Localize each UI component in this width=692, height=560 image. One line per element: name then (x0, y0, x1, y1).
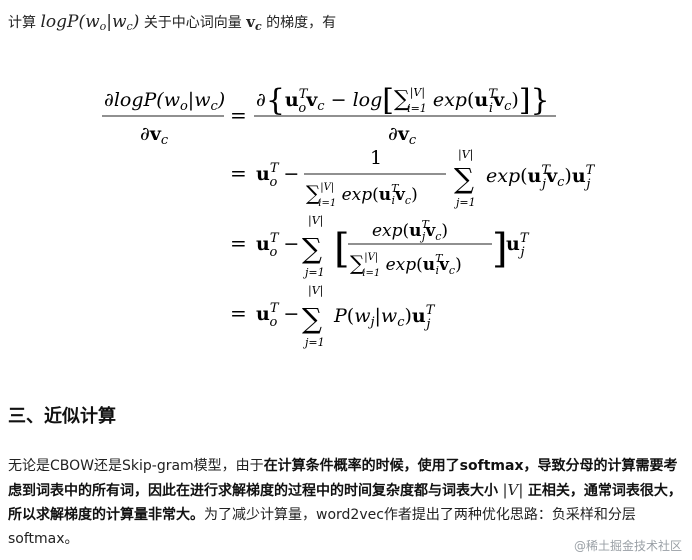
intro-vector: vc (246, 13, 262, 33)
section-heading: 三、近似计算 (8, 406, 116, 427)
line3-sum-upper: |V| (308, 214, 323, 228)
line3-left-bracket: [ (334, 226, 350, 272)
line2-sum-upper: |V| (458, 148, 473, 162)
watermark: @稀土掘金技术社区 (573, 539, 682, 553)
para-math-vocab: |V| (502, 481, 524, 499)
line4-sum-lower: j=1 (302, 336, 325, 349)
intro-vector-sub: c (254, 20, 262, 33)
line2-fraction-num: 1 (370, 147, 382, 169)
intro-suffix: 的梯度，有 (266, 15, 337, 31)
lhs-denominator: ∂vc (140, 123, 169, 148)
intro-vector-letter: v (246, 13, 255, 31)
para-bold-1: 在计算条件概率的时候，使用了softmax，导致分母的计算需要考虑到词表中的所有… (8, 458, 678, 499)
line2-sum: ∑ (454, 162, 474, 195)
intro-math: logP(wo|wc) (40, 12, 140, 33)
line2-sum-lower: j=1 (453, 196, 476, 209)
lhs-numerator: ∂logP(wo|wc) (104, 89, 225, 114)
para-text-1: 无论是CBOW还是Skip-gram模型，由于 (8, 458, 264, 474)
intro-sentence: 计算 logP(wo|wc) 关于中心词向量 vc 的梯度，有 (8, 10, 336, 39)
intro-middle: 关于中心词向量 (143, 15, 242, 31)
para-text-2: 为了减少计算量，word2vec作者提出了两种优化思路：负采样和分层softma… (8, 507, 636, 547)
equals-2: = (230, 161, 247, 185)
line4-sum-upper: |V| (308, 284, 323, 298)
equals-3: = (230, 231, 247, 255)
rhs-denominator: ∂vc (388, 123, 417, 148)
line3-sum: ∑ (302, 232, 322, 265)
lhs-fraction: ∂logP(wo|wc) ∂vc (102, 89, 225, 148)
para-bold-2: 正相关，通常词表很大，所以求解梯度的计算量非常大。 (8, 483, 682, 523)
equals-1: = (230, 103, 247, 127)
line3-sum-lower: j=1 (302, 266, 325, 279)
equals-4: = (230, 301, 247, 325)
intro-prefix: 计算 (8, 15, 36, 31)
body-paragraph: 无论是CBOW还是Skip-gram模型，由于在计算条件概率的时候，使用了sof… (8, 454, 688, 551)
line3-right-bracket: ] (492, 226, 508, 272)
line4-sum: ∑ (302, 302, 322, 335)
intro-math-text: logP(w (40, 12, 100, 32)
